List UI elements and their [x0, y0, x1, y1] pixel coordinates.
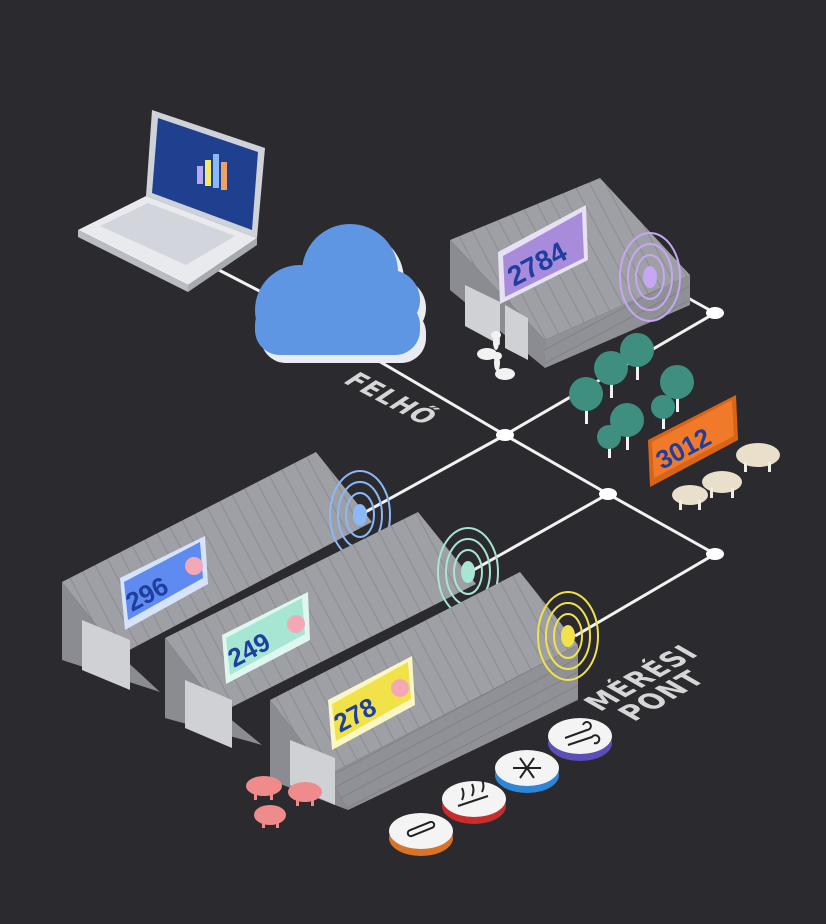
pig-face-icon	[287, 615, 305, 633]
tree-icon	[660, 365, 694, 412]
wifi-signal-icon	[437, 527, 499, 617]
count-sign-sheep: 3012	[648, 395, 738, 487]
heat-waves-icon	[457, 779, 489, 807]
wifi-signal-icon	[537, 591, 599, 681]
tree-icon	[620, 333, 654, 380]
sensor-disc-heat[interactable]	[442, 779, 506, 824]
count-sign-pig-1: 296	[120, 536, 208, 630]
thermometer-icon	[406, 820, 436, 838]
sheep-icon	[672, 485, 708, 510]
tree-icon	[597, 425, 621, 458]
junction-node	[706, 307, 724, 319]
wifi-signal-icon	[619, 232, 681, 322]
junction-node	[599, 488, 617, 500]
pig-face-icon	[391, 679, 409, 697]
chart-icon	[197, 154, 227, 190]
sensor-disc-cold[interactable]	[495, 750, 559, 793]
junction-node	[706, 548, 724, 560]
sheep-group	[672, 443, 780, 510]
pig-icon	[254, 805, 286, 828]
sheep-icon	[702, 471, 742, 498]
goose-icon	[477, 331, 515, 380]
tree-icon	[569, 377, 603, 424]
laptop-icon[interactable]	[78, 110, 265, 292]
count-sign-pig-3: 278	[328, 656, 415, 750]
tree-icon	[610, 403, 644, 450]
tree-icon	[651, 395, 675, 429]
sheep-icon	[736, 443, 780, 472]
tree-group	[569, 333, 694, 458]
hub-node	[496, 429, 514, 441]
tree-icon	[594, 351, 628, 398]
cloud-icon	[255, 224, 426, 363]
pig-group	[246, 776, 322, 828]
count-sign-pig-2: 249	[222, 592, 310, 684]
pig-face-icon	[185, 557, 203, 575]
wind-icon	[564, 721, 601, 746]
sensor-disc-thermometer[interactable]	[389, 813, 453, 856]
network-nodes	[496, 307, 724, 560]
cloud-label: FELHŐ	[336, 368, 446, 430]
pig-icon	[246, 776, 282, 800]
sensor-disc-wind[interactable]	[548, 718, 612, 761]
wifi-signal-icon	[329, 470, 391, 560]
snowflake-icon	[513, 757, 541, 779]
pig-icon	[288, 782, 322, 806]
